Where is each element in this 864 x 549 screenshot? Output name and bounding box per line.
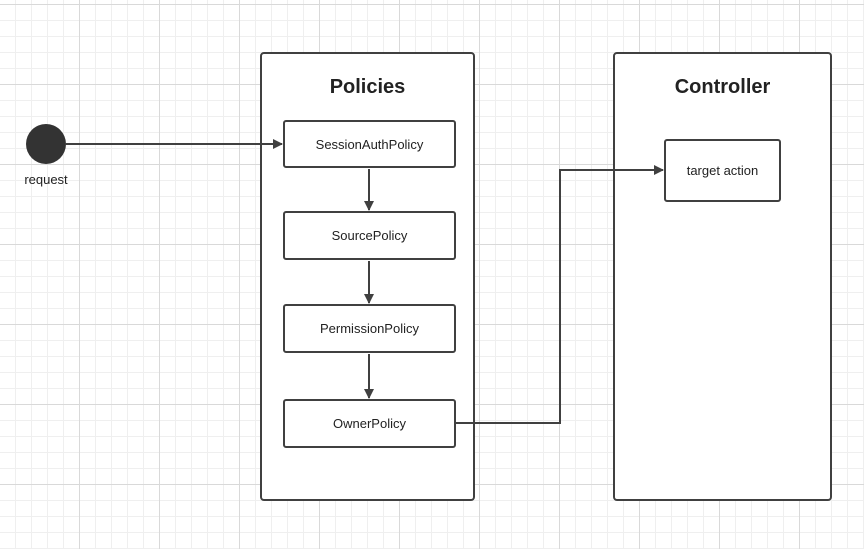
session-auth-policy-node: SessionAuthPolicy xyxy=(283,120,456,168)
source-policy-node: SourcePolicy xyxy=(283,211,456,260)
session-auth-policy-label: SessionAuthPolicy xyxy=(315,136,424,152)
policies-title: Policies xyxy=(329,76,406,98)
target-action-node: target action xyxy=(664,139,781,202)
controller-container: Controller xyxy=(613,52,832,501)
owner-policy-node: OwnerPolicy xyxy=(283,399,456,448)
permission-policy-label: PermissionPolicy xyxy=(320,321,419,336)
owner-policy-label: OwnerPolicy xyxy=(333,416,406,431)
start-node xyxy=(26,124,66,164)
start-label: request xyxy=(24,172,68,187)
permission-policy-node: PermissionPolicy xyxy=(283,304,456,353)
source-policy-label: SourcePolicy xyxy=(331,228,408,243)
target-action-label: target action xyxy=(686,163,759,178)
controller-title: Controller xyxy=(674,76,771,98)
